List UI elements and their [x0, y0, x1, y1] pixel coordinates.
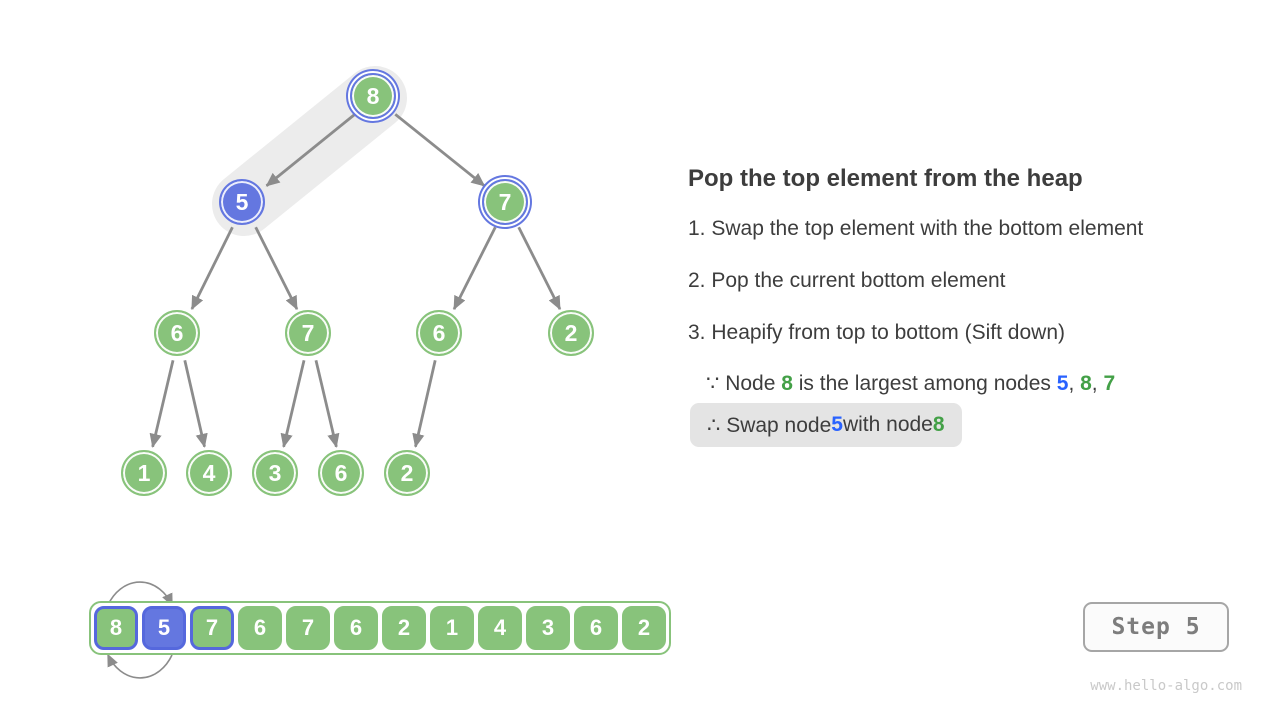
- array-cell: 5: [142, 606, 186, 650]
- text-segment: 8: [1080, 372, 1092, 395]
- text-segment: 5: [831, 413, 843, 436]
- tree-edges-layer: [149, 66, 562, 448]
- array-cell: 2: [622, 606, 666, 650]
- array-cell: 4: [478, 606, 522, 650]
- array-cell: 2: [382, 606, 426, 650]
- tree-node: 4: [186, 450, 232, 496]
- tree-node: 6: [154, 310, 200, 356]
- array-cell: 6: [238, 606, 282, 650]
- tree-node: 7: [482, 179, 528, 225]
- array-cell: 8: [94, 606, 138, 650]
- array-cell: 6: [574, 606, 618, 650]
- instruction-step-1: 1. Swap the top element with the bottom …: [688, 217, 1144, 240]
- text-segment: 8: [781, 372, 793, 395]
- array-cell: 1: [430, 606, 474, 650]
- step-counter-button[interactable]: Step 5: [1083, 602, 1229, 652]
- tree-node: 6: [318, 450, 364, 496]
- text-segment: 7: [1103, 372, 1116, 395]
- therefore-highlight-box: ∴ Swap node 5 with node 8: [690, 403, 962, 447]
- tree-node: 2: [548, 310, 594, 356]
- text-segment: ∴ Swap node: [707, 413, 832, 437]
- tree-node: 6: [416, 310, 462, 356]
- array-cell: 7: [190, 606, 234, 650]
- panel-title: Pop the top element from the heap: [688, 165, 1083, 192]
- tree-node: 3: [252, 450, 298, 496]
- array-cell: 6: [334, 606, 378, 650]
- text-segment: with node: [842, 413, 933, 436]
- text-segment: ,: [1091, 372, 1104, 395]
- tree-node: 2: [384, 450, 430, 496]
- text-segment: 5: [1056, 372, 1069, 395]
- tree-node: 5: [219, 179, 265, 225]
- array-cell: 7: [286, 606, 330, 650]
- site-watermark: www.hello-algo.com: [1090, 678, 1242, 694]
- tree-node: 1: [121, 450, 167, 496]
- tree-node: 7: [285, 310, 331, 356]
- tree-node: 8: [350, 73, 396, 119]
- text-segment: 8: [932, 413, 945, 436]
- array-cell: 3: [526, 606, 570, 650]
- instruction-step-2: 2. Pop the current bottom element: [688, 269, 1006, 292]
- text-segment: is the largest among nodes: [792, 372, 1057, 395]
- text-segment: ,: [1068, 372, 1081, 395]
- instruction-step-3: 3. Heapify from top to bottom (Sift down…: [688, 321, 1065, 344]
- because-note: ∵ Node 8 is the largest among nodes 5, 8…: [706, 371, 1115, 396]
- tree-edge-arrows: [149, 113, 562, 448]
- text-segment: ∵ Node: [706, 372, 782, 395]
